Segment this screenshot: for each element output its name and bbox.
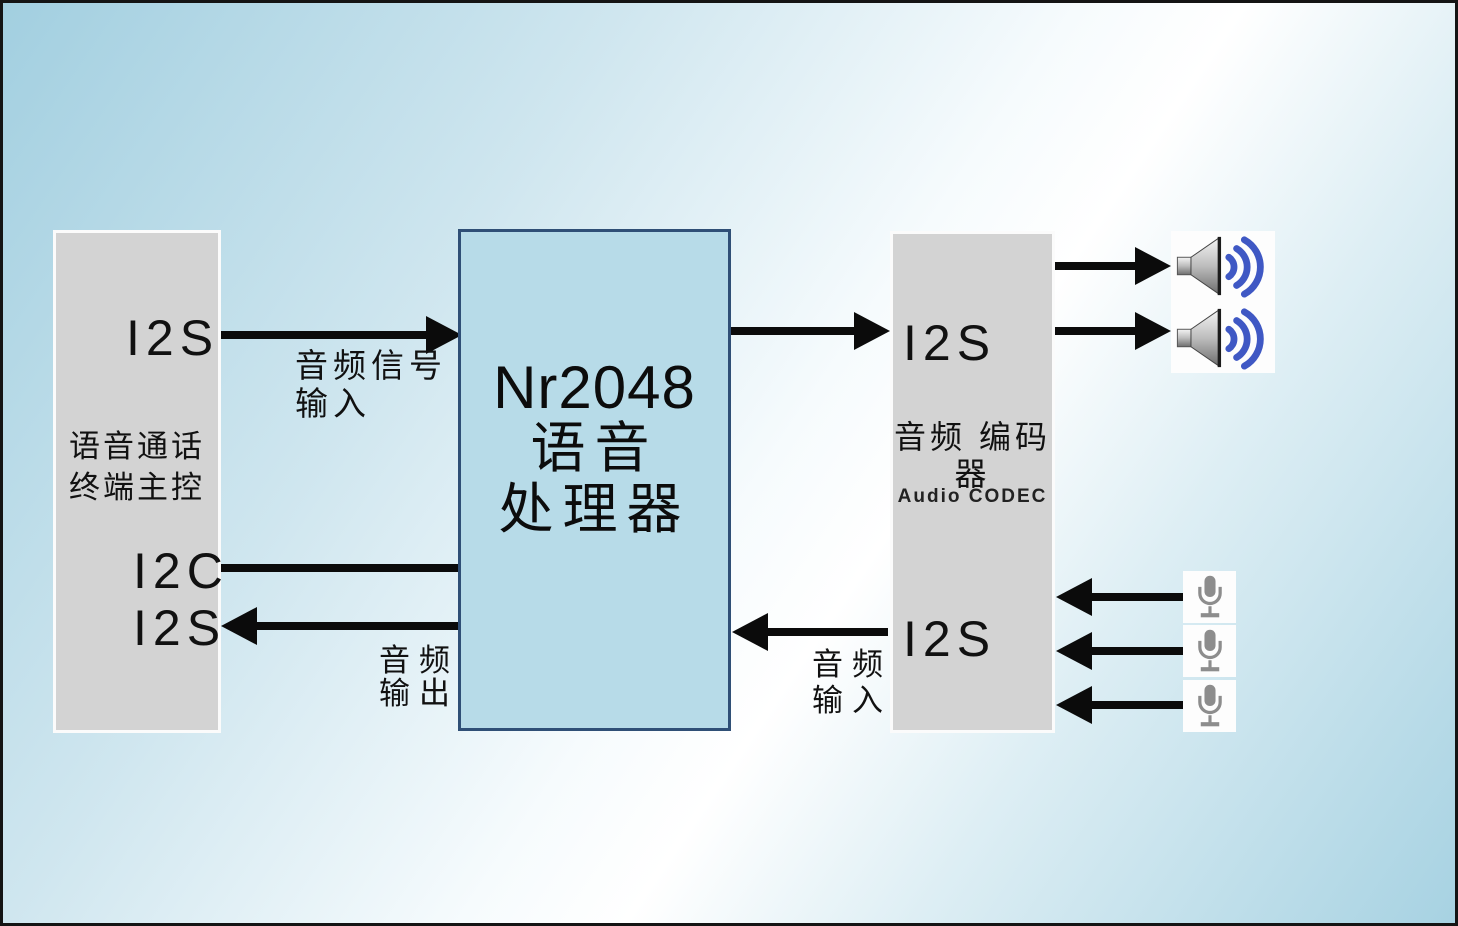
arrow-codec-to-speaker-1 xyxy=(1055,247,1171,285)
arrow-processor-to-codec xyxy=(731,312,890,350)
port-label-i2s-top-right: I2S xyxy=(903,315,997,371)
arrow-mic2-to-codec xyxy=(1056,632,1184,670)
arrow-codec-to-speaker-2 xyxy=(1055,312,1171,350)
arrow-mic3-to-codec xyxy=(1056,686,1184,724)
arrow-codec-to-processor xyxy=(732,613,888,651)
speaker-panel xyxy=(1171,231,1275,373)
label-audio-output: 音频 输出 xyxy=(379,644,459,710)
microphone-icon xyxy=(1197,684,1222,727)
microphone-icon xyxy=(1197,575,1222,618)
speaker-icon xyxy=(1176,236,1264,298)
terminal-host-title-line1: 语音通话 xyxy=(69,429,205,464)
microphone-panel-2 xyxy=(1183,625,1236,677)
microphone-panel-1 xyxy=(1183,571,1236,623)
label-audio-output-line1: 音频 xyxy=(379,643,459,678)
port-label-i2c: I2C xyxy=(133,543,229,599)
label-audio-input-line1: 音频 xyxy=(812,647,892,682)
microphone-icon xyxy=(1197,629,1222,672)
speaker-icon xyxy=(1176,308,1264,370)
audio-codec-title: 音频 编码器 xyxy=(893,419,1052,493)
arrow-i2s-to-processor xyxy=(221,316,462,354)
label-audio-signal-input-line1: 音频信号 xyxy=(295,347,447,384)
processor-title-line3: 处理器 xyxy=(498,478,691,540)
terminal-host-box: I2S 语音通话 终端主控 I2C I2S xyxy=(53,230,223,733)
connector-arrows xyxy=(221,247,1184,724)
terminal-host-title: 语音通话 终端主控 xyxy=(56,426,218,508)
arrow-processor-to-i2s-return xyxy=(221,607,460,645)
audio-codec-box: I2S 音频 编码器 Audio CODEC I2S xyxy=(890,231,1055,733)
port-label-i2s-top-left: I2S xyxy=(126,310,220,366)
label-audio-input: 音频 输入 xyxy=(812,647,892,719)
port-label-i2s-bottom-left: I2S xyxy=(133,600,227,656)
arrow-mic1-to-codec xyxy=(1056,578,1184,616)
nr2048-processor-box: Nr2048 语音 处理器 xyxy=(458,229,731,731)
processor-name: Nr2048 xyxy=(493,354,696,421)
label-audio-input-line2: 输入 xyxy=(812,683,892,718)
processor-title-line2: 语音 xyxy=(530,417,659,479)
label-audio-output-line2: 输出 xyxy=(379,676,459,711)
audio-codec-subtitle: Audio CODEC xyxy=(897,486,1048,507)
terminal-host-title-line2: 终端主控 xyxy=(69,470,205,505)
port-label-i2s-bottom-right: I2S xyxy=(903,611,997,667)
microphone-panel-3 xyxy=(1183,680,1236,732)
nr2048-processor-title: Nr2048 语音 处理器 xyxy=(461,357,728,540)
label-audio-signal-input-line2: 输入 xyxy=(295,385,371,422)
audio-codec-title-line2: 编码器 xyxy=(954,419,1051,492)
audio-codec-title-line1: 音频 xyxy=(894,419,967,455)
label-audio-signal-input: 音频信号 输入 xyxy=(295,347,447,423)
